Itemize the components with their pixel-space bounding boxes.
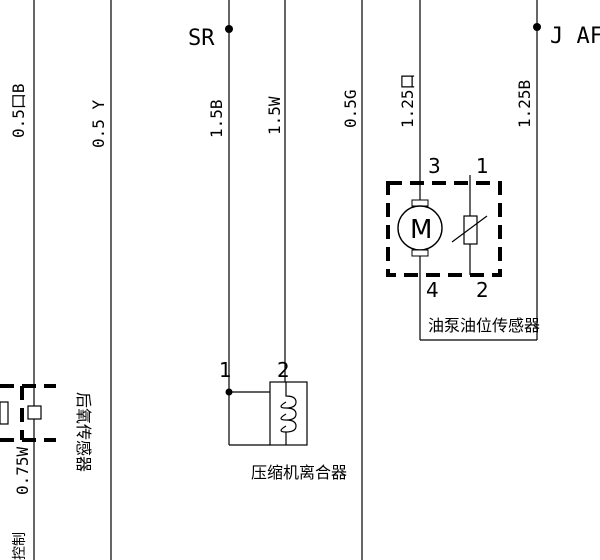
clutch-pin-1: 1 [219, 358, 232, 382]
compressor-clutch: 1 2 压缩机离合器 [219, 358, 347, 482]
wire-label-1.25: 1.25口 [398, 73, 417, 128]
oil-pump-pin-4: 4 [426, 278, 439, 302]
wire-label-0.5Y: 0.5 Y [89, 99, 108, 148]
motor-symbol: M [410, 215, 432, 245]
variable-resistor-icon [463, 215, 478, 245]
wire-label-1.25B: 1.25B [515, 80, 534, 128]
wire-label-0.75W: 0.75W [13, 446, 32, 495]
rear-oxygen-sensor: 后氧传感器 [0, 384, 93, 472]
rear-oxygen-sensor-label: 后氧传感器 [74, 392, 93, 472]
wire-label-0.5B: 0.5口B [9, 83, 28, 138]
variable-resistor-arrow [451, 215, 488, 243]
wire-label-1.5W: 1.5W [265, 96, 284, 135]
jaf-label: J AF [550, 24, 600, 49]
oxygen-sensor-element [0, 401, 9, 425]
motor-bottom-terminal [411, 249, 429, 257]
oil-pump-sensor-dashed-box [386, 181, 502, 277]
clutch-box [269, 381, 308, 446]
oil-pump-sensor: 3 1 4 2 M 油泵油位传感器 [386, 154, 540, 341]
coil-icon [280, 382, 297, 445]
oil-pump-pin-1: 1 [476, 154, 489, 178]
wire-label-0.5G: 0.5G [341, 89, 360, 128]
clutch-pin-2: 2 [277, 358, 290, 382]
oil-pump-sensor-label: 油泵油位传感器 [428, 316, 540, 335]
clutch-label: 压缩机离合器 [251, 463, 347, 482]
sr-connector-dot [225, 25, 233, 33]
oxygen-sensor-heater [27, 405, 42, 420]
oil-pump-pin-2: 2 [476, 278, 489, 302]
sr-label: SR [188, 26, 215, 51]
motor-top-terminal [411, 199, 429, 207]
oil-pump-pin-3: 3 [428, 154, 441, 178]
jaf-connector-dot [533, 23, 541, 31]
wire-label-1.5B: 1.5B [207, 99, 226, 138]
bottom-left-label: 控制 [12, 532, 28, 560]
